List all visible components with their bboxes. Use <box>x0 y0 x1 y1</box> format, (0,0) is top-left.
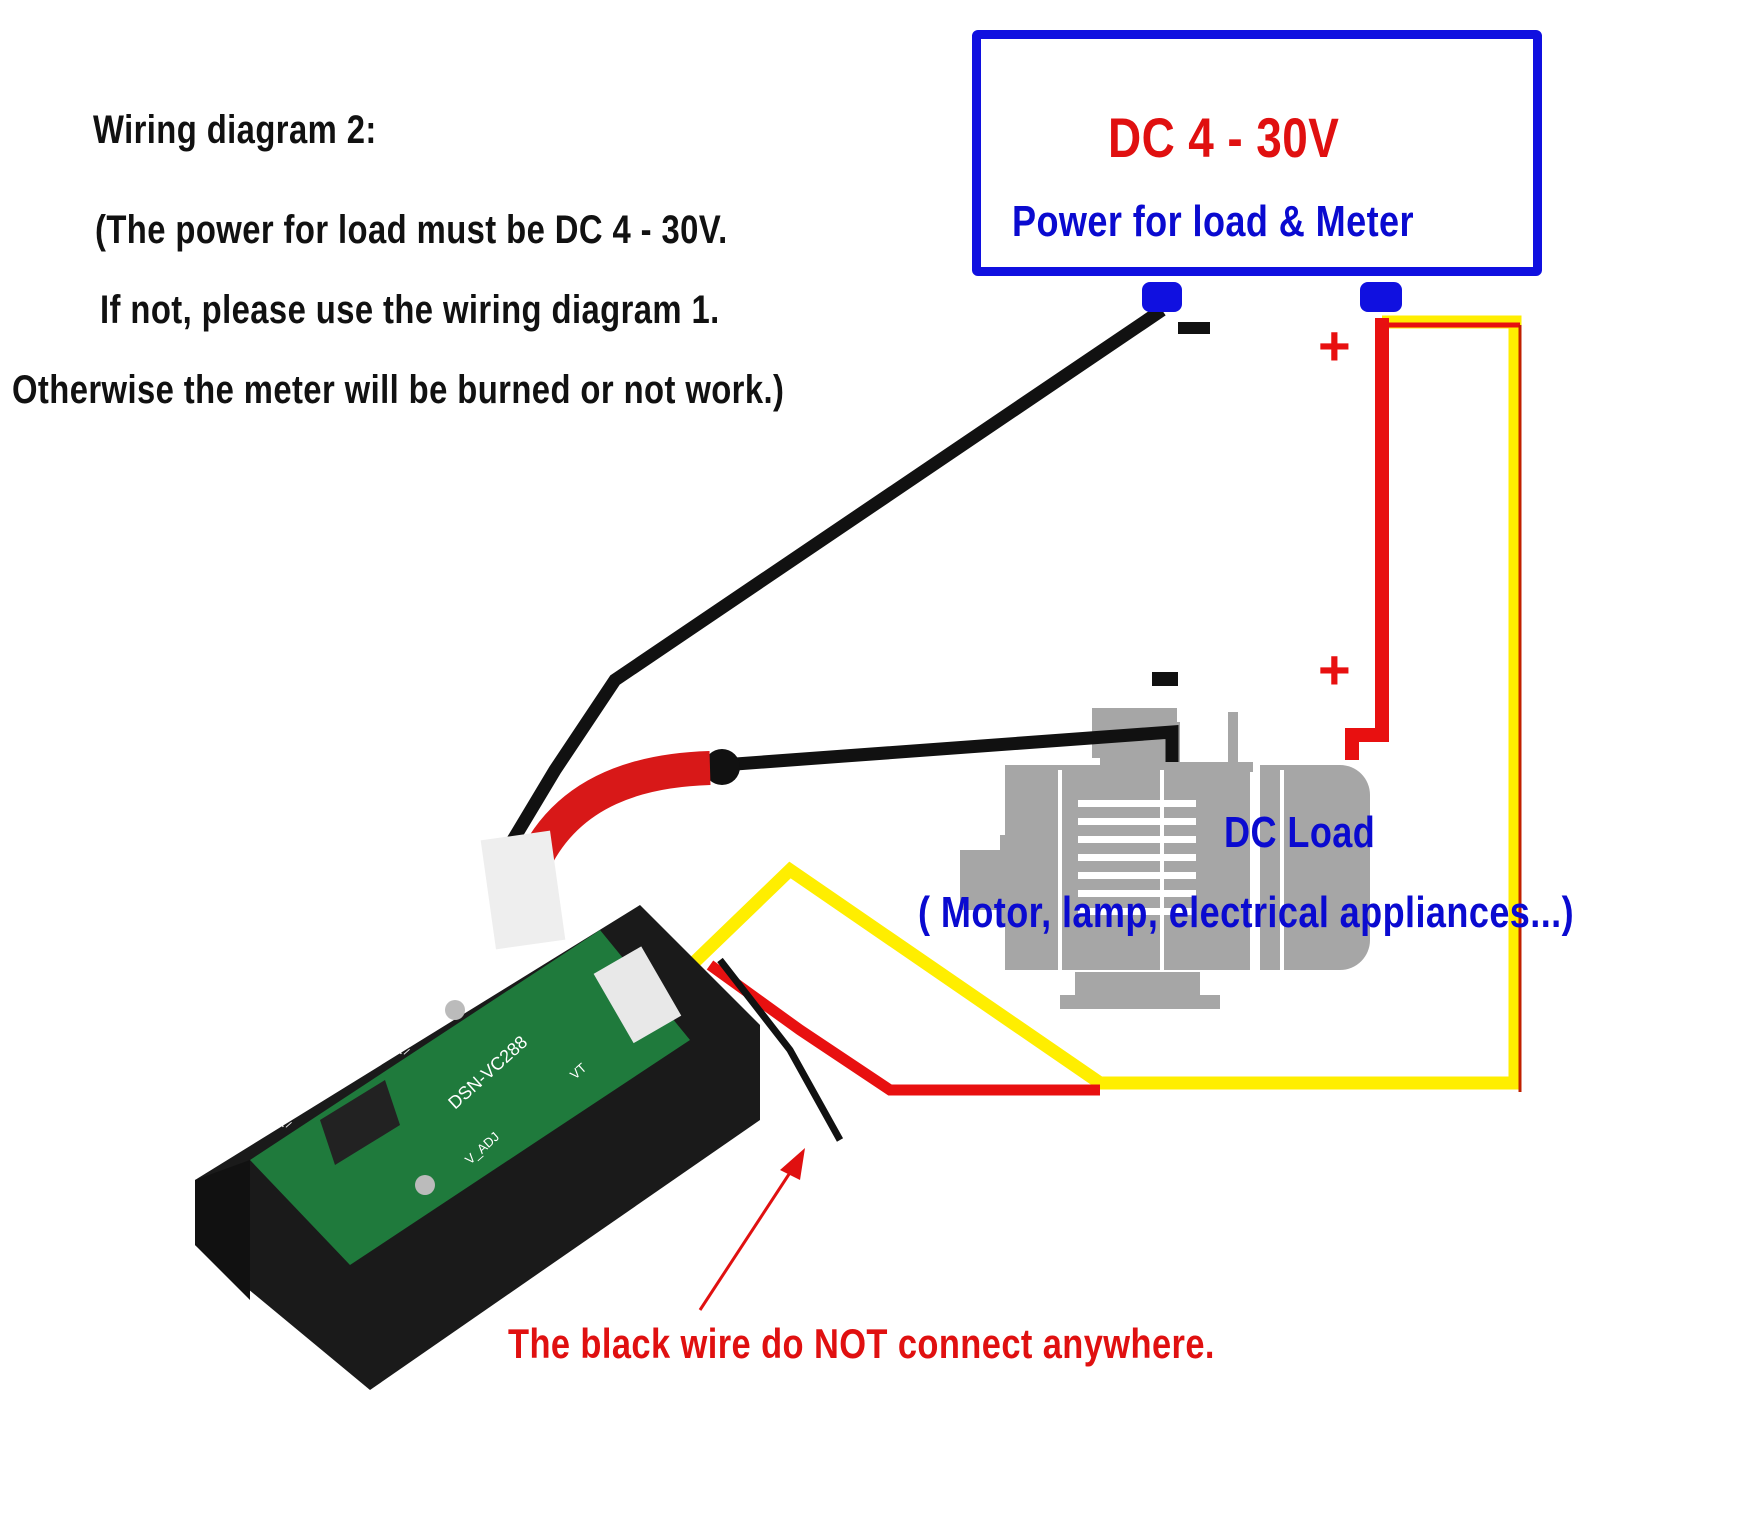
instruction-line-2: If not, please use the wiring diagram 1. <box>100 288 720 332</box>
warning-arrow <box>698 1148 805 1311</box>
warning-note: The black wire do NOT connect anywhere. <box>508 1320 1215 1367</box>
psu-voltage-label: DC 4 - 30V <box>1108 106 1340 169</box>
load-subtitle: ( Motor, lamp, electrical appliances...) <box>918 888 1575 937</box>
psu-positive-terminal <box>1360 282 1402 312</box>
motor-shaft-housing <box>960 850 1005 910</box>
ic-chip <box>320 1080 400 1165</box>
motor-body <box>1005 765 1250 970</box>
trim-pot-voltage <box>415 1175 435 1195</box>
psu-negative-terminal <box>1142 282 1182 312</box>
load-positive-marker: + <box>1318 638 1351 701</box>
pcb-board <box>250 930 690 1265</box>
red-sheathed-wire <box>519 751 711 869</box>
wire-junction <box>704 749 740 785</box>
voltmeter-ammeter-module <box>195 830 760 1390</box>
motor-end-cap <box>1260 765 1370 970</box>
connector-small <box>593 946 682 1044</box>
trim-pot-current <box>445 1000 465 1020</box>
load-negative-marker <box>1152 672 1178 686</box>
yellow-wire <box>645 315 1522 1090</box>
instruction-line-1: (The power for load must be DC 4 - 30V. <box>95 208 728 252</box>
psu-description: Power for load & Meter <box>1012 197 1414 246</box>
red-wire-psu-to-load <box>1345 318 1389 760</box>
motor-fins <box>1058 770 1284 970</box>
black-wire-psu-negative <box>504 304 1166 849</box>
psu-positive-marker: + <box>1318 314 1351 377</box>
red-wire-meter <box>706 960 1100 1096</box>
load-title: DC Load <box>1224 808 1376 857</box>
psu-negative-marker <box>1178 322 1210 334</box>
instruction-line-3: Otherwise the meter will be burned or no… <box>12 368 785 412</box>
diagram-title: Wiring diagram 2: <box>93 108 377 152</box>
unconnected-black-wire <box>717 957 844 1142</box>
connector-large <box>480 830 566 950</box>
black-wire-load-negative <box>721 725 1179 772</box>
power-supply-box <box>972 30 1542 276</box>
